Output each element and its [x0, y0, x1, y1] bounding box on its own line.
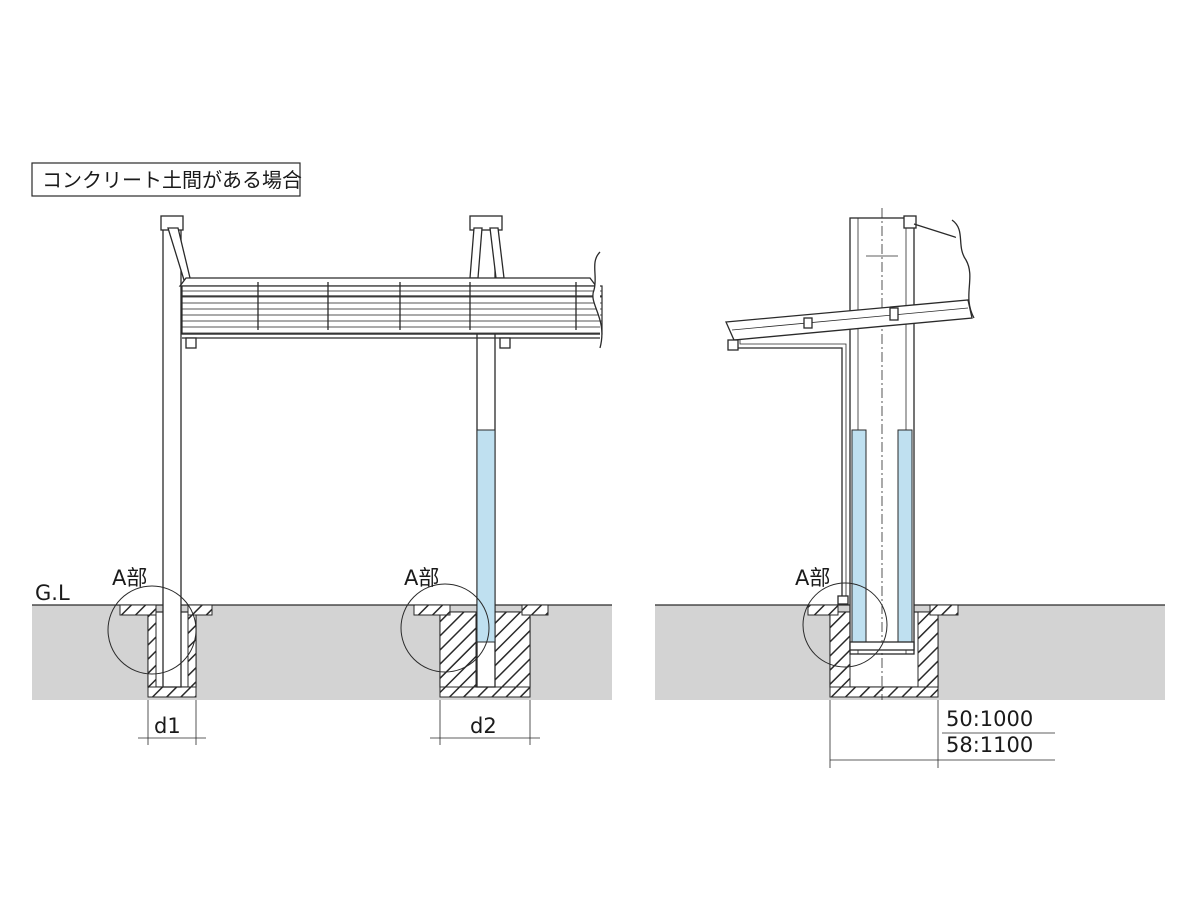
- dimension-d2: d2: [430, 700, 540, 745]
- front-elevation: G.L A部 A部 d1 d2: [32, 215, 612, 745]
- title-box: コンクリート土間がある場合: [31, 162, 302, 197]
- title-text: コンクリート土間がある場合: [42, 168, 302, 192]
- d2-label: d2: [470, 714, 497, 738]
- part-a-label-1: A部: [112, 566, 147, 590]
- post-side: [849, 208, 917, 700]
- part-a-circle-3: [802, 582, 888, 668]
- depth-dimension: 50:1000 58:1100: [829, 700, 1055, 768]
- roof-beam-front: [178, 251, 603, 349]
- part-a-label-2: A部: [404, 566, 439, 590]
- roof-side: [725, 299, 973, 605]
- post-2-embed-highlight: [476, 429, 496, 643]
- part-a-circle-1: [107, 585, 197, 675]
- part-a-label-3: A部: [795, 566, 830, 590]
- side-elevation: A部 50:1000 58:1100: [655, 208, 1165, 768]
- gl-label: G.L: [35, 581, 70, 605]
- post-1: [160, 215, 191, 688]
- depth-50-label: 50:1000: [946, 707, 1033, 731]
- dimension-d1: d1: [138, 700, 206, 745]
- d1-label: d1: [154, 714, 181, 738]
- part-a-circle-2: [400, 583, 490, 673]
- depth-58-label: 58:1100: [946, 733, 1033, 757]
